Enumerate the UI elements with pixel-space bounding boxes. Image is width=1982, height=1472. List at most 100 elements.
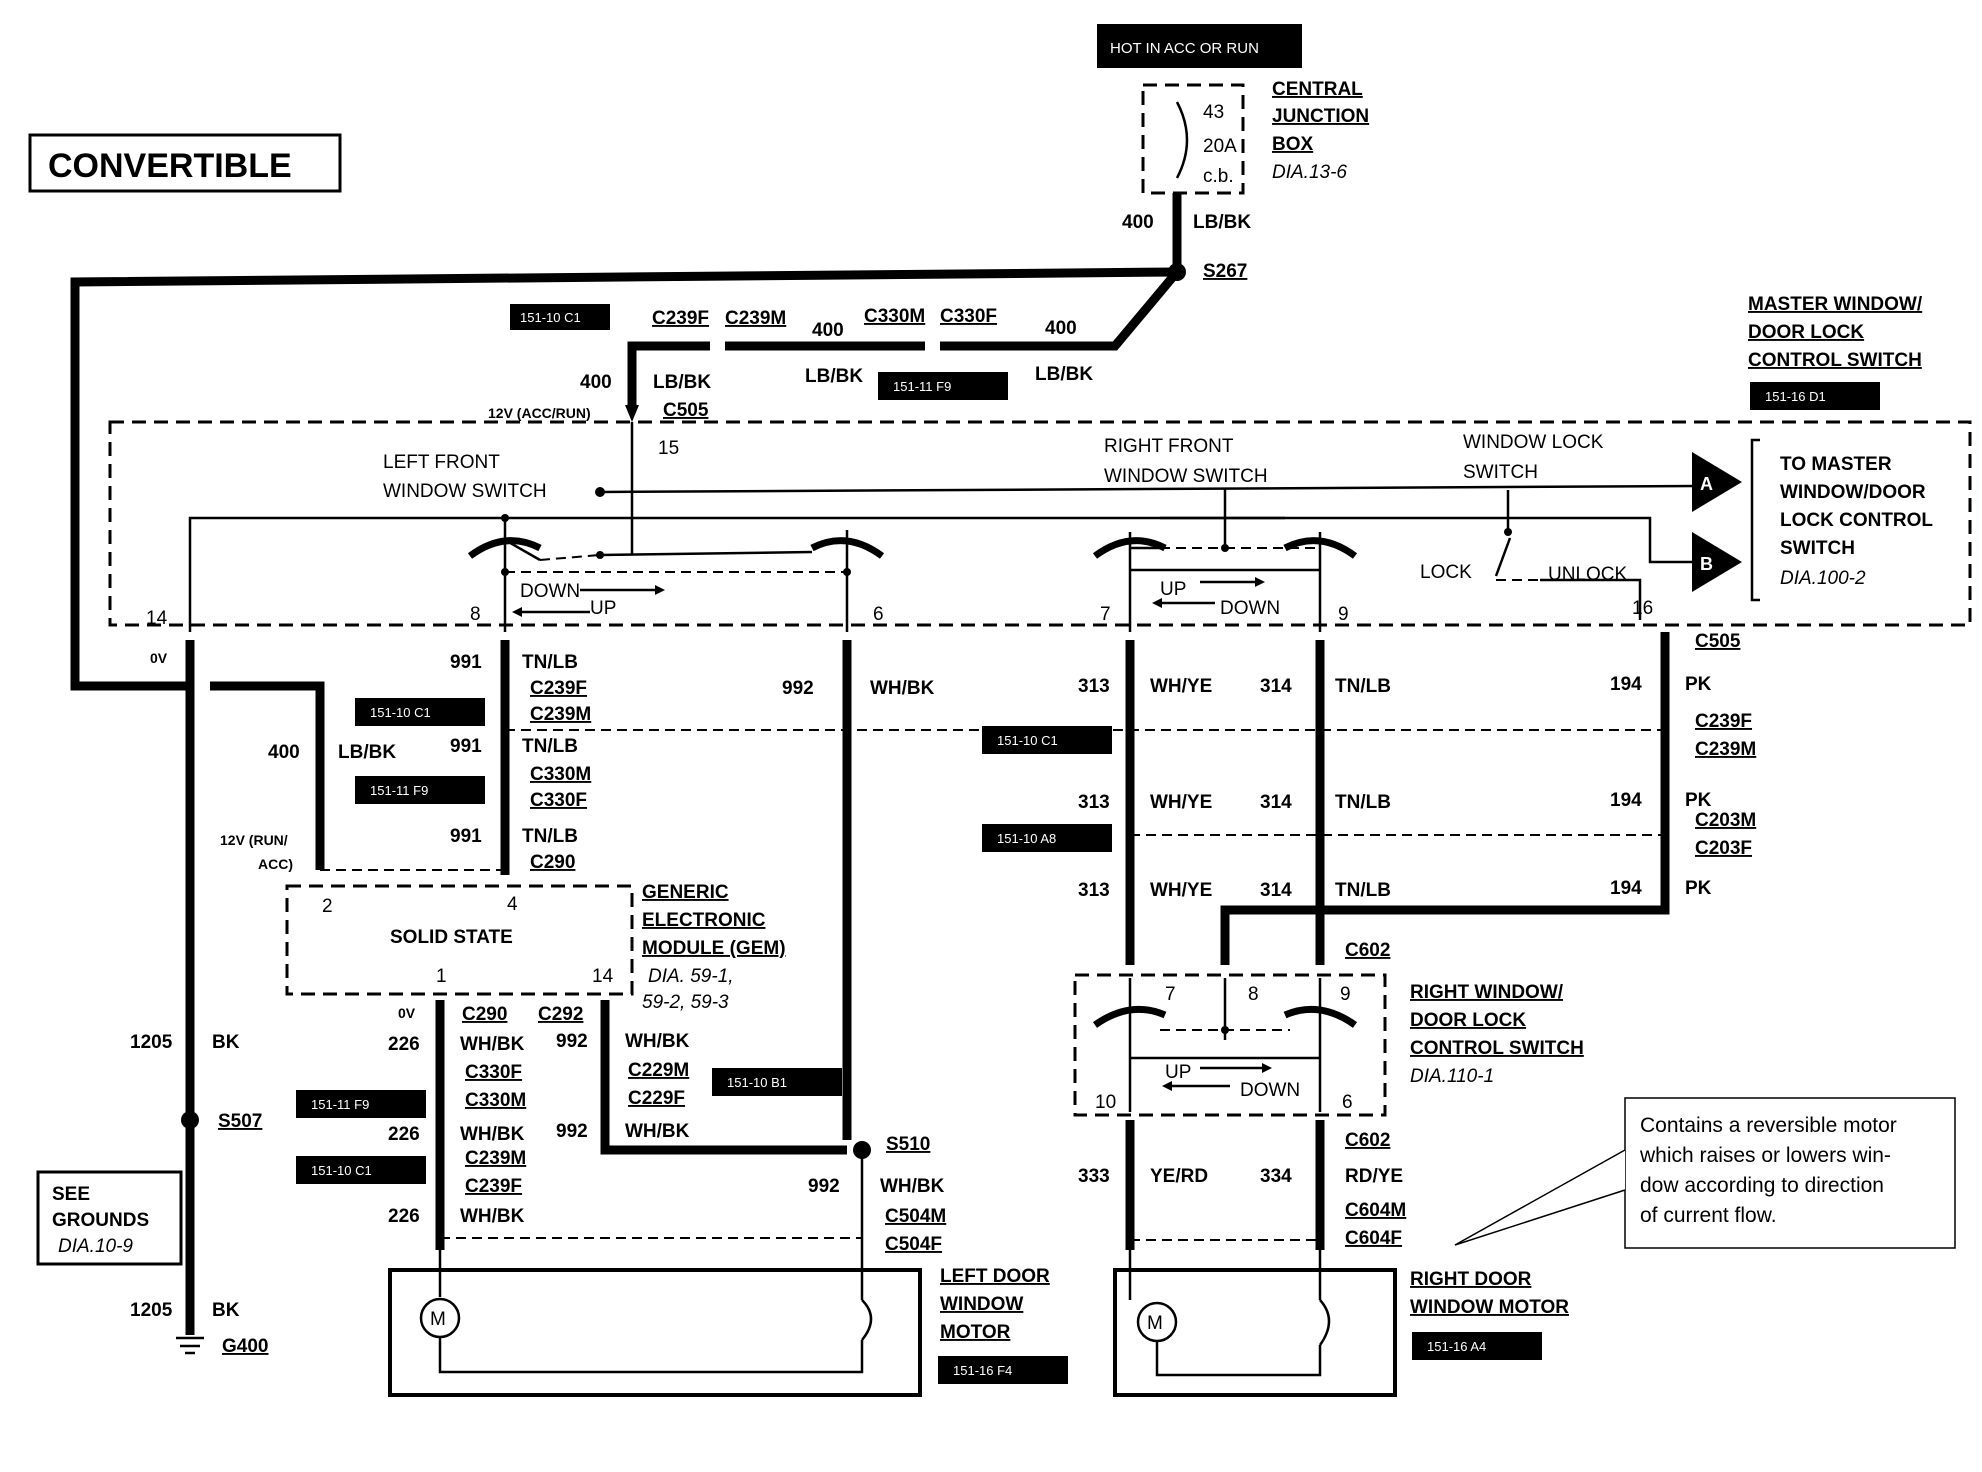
color-whbk-1: WH/BK (870, 678, 935, 699)
cjb-ref: DIA.13-6 (1272, 162, 1347, 183)
rf-switch-label-1: RIGHT FRONT (1104, 436, 1234, 457)
gem-label-2: ELECTRONIC (642, 910, 766, 931)
pin-14b: 14 (592, 966, 614, 987)
lf-contact-b (539, 554, 601, 561)
triangle-b (1692, 532, 1742, 592)
ref-box-2 (878, 372, 1008, 400)
conn-c290-top: C290 (530, 852, 575, 873)
ref-box-l1 (355, 698, 485, 726)
lf-contact-c (599, 550, 813, 557)
pin-10: 10 (1095, 1092, 1116, 1113)
color-whye-2: WH/YE (1150, 792, 1212, 813)
left-motor-loop (438, 1337, 864, 1374)
ref-box-lm-text: 151-16 F4 (953, 1363, 1012, 1378)
rf-up-arrow-head (1255, 577, 1265, 587)
fuse-number: 43 (1203, 102, 1224, 123)
circuit-313-2: 313 (1078, 792, 1110, 813)
rs-dot (1221, 1026, 1229, 1034)
conn-c330m-l: C330M (530, 764, 591, 785)
conn-c602-b: C602 (1345, 1130, 1390, 1151)
conn-c239f-top: C239F (652, 308, 709, 329)
pin-1: 1 (436, 966, 447, 987)
color-tnlb-r3: TN/LB (1335, 880, 1391, 901)
ref-box-r3-text: 151-10 A8 (997, 831, 1056, 846)
right-switch-label-1: RIGHT WINDOW/ (1410, 982, 1564, 1003)
circuit-313-1: 313 (1078, 676, 1110, 697)
hot-label: HOT IN ACC OR RUN (1110, 40, 1259, 57)
cjb-outline (1141, 83, 1245, 195)
lf-contact-a (504, 538, 541, 562)
volt-0v-b: 0V (398, 1005, 416, 1021)
note-line-3: dow according to direction (1640, 1174, 1884, 1197)
pin-4: 4 (507, 894, 518, 915)
to-master-3: LOCK CONTROL (1780, 510, 1933, 531)
circuit-313-3: 313 (1078, 880, 1110, 901)
ref-box-c1b-text: 151-10 C1 (311, 1163, 372, 1178)
conn-c505-r: C505 (1695, 631, 1741, 652)
ref-box-l1-text: 151-10 C1 (370, 705, 431, 720)
right-motor-sw (1318, 1299, 1331, 1346)
ground-g400: G400 (222, 1336, 268, 1357)
cjb-label-3: BOX (1272, 134, 1314, 155)
conn-c229m: C229M (628, 1060, 689, 1081)
pin-2: 2 (322, 896, 333, 917)
conn-c239m-r: C239M (1695, 739, 1756, 760)
cjb-label-1: CENTRAL (1272, 79, 1363, 100)
ref-box-f9b (296, 1090, 426, 1118)
pin-8b: 8 (1248, 984, 1259, 1005)
lf-dot-4 (596, 551, 604, 559)
ref-box-lm (938, 1356, 1068, 1384)
left-motor-box (388, 1268, 922, 1397)
conn-c239m-b: C239M (465, 1148, 526, 1169)
circuit-314-2: 314 (1260, 792, 1292, 813)
pin-9: 9 (1338, 604, 1349, 625)
conn-c330m-top: C330M (864, 306, 925, 327)
conn-c504m: C504M (885, 1206, 946, 1227)
grounds-label-2: GROUNDS (52, 1210, 149, 1231)
gem-label-1: GENERIC (642, 882, 729, 903)
lf-up-arrow-head (655, 585, 665, 595)
note-box (1624, 1097, 1956, 1249)
ref-box-1-text: 151-10 C1 (520, 310, 581, 325)
circuit-400-mid1: 400 (812, 320, 844, 341)
triangle-a (1692, 452, 1742, 512)
ref-box-master (1750, 382, 1880, 410)
color-pk-1: PK (1685, 674, 1712, 695)
ref-box-1 (510, 304, 610, 330)
title-text: CONVERTIBLE (48, 147, 292, 185)
color-tnlb-r1: TN/LB (1335, 676, 1391, 697)
ref-box-2-text: 151-11 F9 (893, 379, 951, 394)
ref-box-r3 (982, 824, 1112, 852)
color-whbk-2: WH/BK (460, 1034, 525, 1055)
circuit-breaker-symbol (1175, 101, 1189, 179)
circuit-194-3: 194 (1610, 878, 1642, 899)
right-switch-label-2: DOOR LOCK (1410, 1010, 1526, 1031)
note-line-2: which raises or lowers win- (1639, 1144, 1891, 1167)
note-line-1: Contains a reversible motor (1640, 1114, 1897, 1137)
conn-c504f: C504F (885, 1234, 942, 1255)
circuit-400-c505: 400 (580, 372, 612, 393)
bracket (1750, 438, 1760, 602)
color-bk-2: BK (212, 1300, 240, 1321)
gem-ref-1: DIA. 59-1, (648, 966, 734, 987)
ref-box-b1-text: 151-10 B1 (727, 1075, 787, 1090)
lf-down: DOWN (520, 581, 580, 602)
circuit-194-2: 194 (1610, 790, 1642, 811)
triangle-b-label: B (1700, 554, 1713, 574)
to-master-1: TO MASTER (1780, 454, 1892, 475)
ref-box-master-text: 151-16 D1 (1765, 389, 1826, 404)
volt-12v-run: 12V (RUN/ (220, 832, 288, 848)
hot-label-box (1097, 24, 1302, 68)
rf-down-arrow-head (1152, 598, 1162, 608)
grounds-box (36, 1170, 183, 1266)
pin-9b: 9 (1340, 984, 1351, 1005)
gem-outline (285, 884, 634, 996)
circuit-991-2: 991 (450, 736, 482, 757)
unlock-wire (1540, 578, 1642, 620)
circuit-1205-2: 1205 (130, 1300, 173, 1321)
left-motor-sw (861, 1299, 873, 1341)
rs-up-arrow-head (1262, 1063, 1272, 1073)
ref-box-f9b-text: 151-11 F9 (311, 1097, 369, 1112)
color-tnlb-3: TN/LB (522, 826, 578, 847)
conn-c203f: C203F (1695, 838, 1752, 859)
